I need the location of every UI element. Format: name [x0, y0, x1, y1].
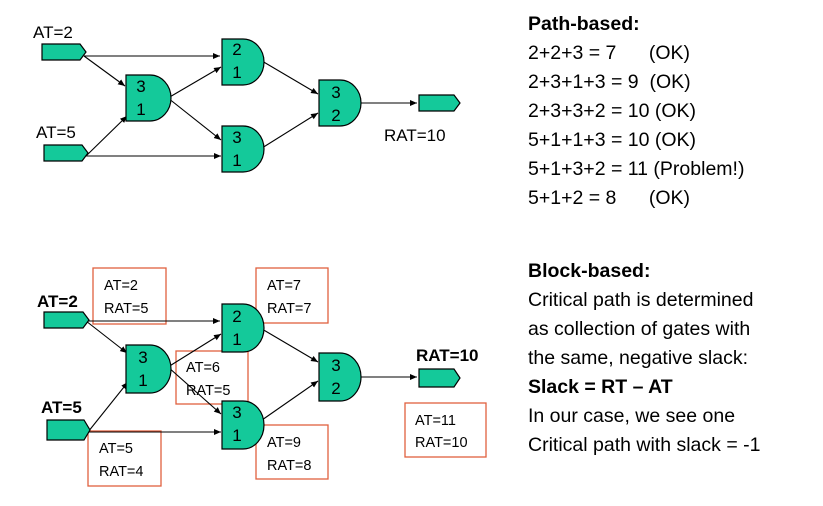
wire — [85, 115, 128, 157]
gate-a — [125, 344, 172, 394]
gate-b-delay-bottom: 1 — [232, 330, 241, 349]
box-gate-c-rat: RAT=8 — [267, 458, 311, 474]
input-a-label: AT=2 — [37, 292, 78, 311]
gate-b — [221, 38, 265, 86]
path-line: 5+1+2 = 8 (OK) — [528, 187, 691, 209]
input-port-b — [46, 419, 91, 441]
gate-d — [318, 79, 362, 127]
box-output — [404, 402, 487, 458]
wire — [261, 60, 319, 95]
wire — [87, 381, 129, 433]
gate-d-delay-top: 3 — [331, 356, 340, 375]
wire — [167, 333, 222, 368]
wire — [167, 97, 222, 141]
gate-a — [125, 74, 172, 122]
block-based-panel: Block-based: Critical path is determined… — [528, 257, 760, 460]
wire — [85, 320, 128, 354]
path-line: 5+1+3+2 = 11 (Problem!) — [528, 158, 745, 180]
box-output-rat: RAT=10 — [415, 435, 468, 451]
wire — [83, 55, 126, 87]
box-input-a — [92, 267, 167, 325]
gate-c-delay-top: 3 — [232, 128, 241, 147]
gate-a-delay-bottom: 1 — [138, 371, 147, 390]
output-label: RAT=10 — [416, 346, 479, 365]
gate-c-delay-bottom: 1 — [232, 426, 241, 445]
input-port-b — [43, 144, 89, 162]
gate-d-delay-bottom: 2 — [331, 379, 340, 398]
gate-d — [318, 352, 362, 402]
block-based-title: Block-based: — [528, 260, 651, 282]
gate-b — [221, 303, 265, 353]
path-line: 2+3+3+2 = 10 (OK) — [528, 100, 697, 122]
slack-formula: Slack = RT – AT — [528, 376, 673, 398]
gate-c-delay-bottom: 1 — [232, 151, 241, 170]
gate-b-delay-top: 2 — [232, 307, 241, 326]
path-line: 2+2+3 = 7 (OK) — [528, 42, 691, 64]
wire — [261, 328, 319, 363]
gate-b-delay-top: 2 — [232, 40, 241, 59]
gate-a-delay-top: 3 — [136, 77, 145, 96]
box-input-b-at: AT=5 — [99, 441, 133, 457]
output-label: RAT=10 — [384, 126, 446, 145]
gate-d-delay-top: 3 — [331, 83, 340, 102]
gate-c — [221, 400, 265, 450]
path-based-title: Path-based: — [528, 13, 640, 35]
path-line: 2+3+1+3 = 9 (OK) — [528, 71, 691, 93]
box-gate-b — [255, 267, 329, 324]
output-port — [418, 368, 461, 388]
gate-a-delay-bottom: 1 — [136, 100, 145, 119]
gate-a-delay-top: 3 — [138, 348, 147, 367]
input-port-a — [43, 311, 90, 329]
box-gate-a-at: AT=6 — [186, 360, 220, 376]
block-based-line: Critical path with slack = -1 — [528, 434, 761, 456]
block-based-line: In our case, we see one — [528, 405, 736, 427]
box-output-at: AT=11 — [415, 413, 456, 429]
box-input-a-at: AT=2 — [104, 278, 138, 294]
wire — [261, 380, 319, 421]
block-based-line: Critical path is determined — [528, 289, 754, 311]
wire — [167, 66, 222, 99]
box-gate-b-at: AT=7 — [267, 278, 301, 294]
block-based-line: as collection of gates with — [528, 318, 751, 340]
box-input-a-rat: RAT=5 — [104, 301, 148, 317]
box-input-b — [87, 430, 162, 487]
path-based-panel: Path-based: 2+2+3 = 7 (OK) 2+3+1+3 = 9 (… — [528, 10, 744, 213]
box-gate-b-rat: RAT=7 — [267, 301, 311, 317]
box-gate-c-at: AT=9 — [267, 435, 301, 451]
block-based-line: the same, negative slack: — [528, 347, 749, 369]
box-gate-a-rat: RAT=5 — [186, 383, 230, 399]
box-gate-a — [175, 350, 249, 405]
wire — [167, 366, 222, 415]
gate-d-delay-bottom: 2 — [331, 106, 340, 125]
box-input-b-rat: RAT=4 — [99, 464, 143, 480]
input-port-a — [41, 43, 87, 61]
path-line: 5+1+1+3 = 10 (OK) — [528, 129, 697, 151]
bottom-circuit: AT=2 RAT=5 AT=5 RAT=4 AT=6 RAT=5 AT=7 RA… — [37, 267, 487, 487]
input-b-label: AT=5 — [41, 398, 82, 417]
wire — [261, 112, 319, 149]
box-gate-c — [255, 424, 329, 480]
output-port — [418, 94, 461, 112]
gate-b-delay-bottom: 1 — [232, 63, 241, 82]
input-b-label: AT=5 — [36, 123, 76, 142]
gate-c — [221, 125, 265, 173]
input-a-label: AT=2 — [33, 23, 73, 42]
gate-c-delay-top: 3 — [232, 403, 241, 422]
top-circuit: AT=2 AT=5 3 1 2 1 3 1 3 2 RAT=10 — [33, 23, 461, 173]
